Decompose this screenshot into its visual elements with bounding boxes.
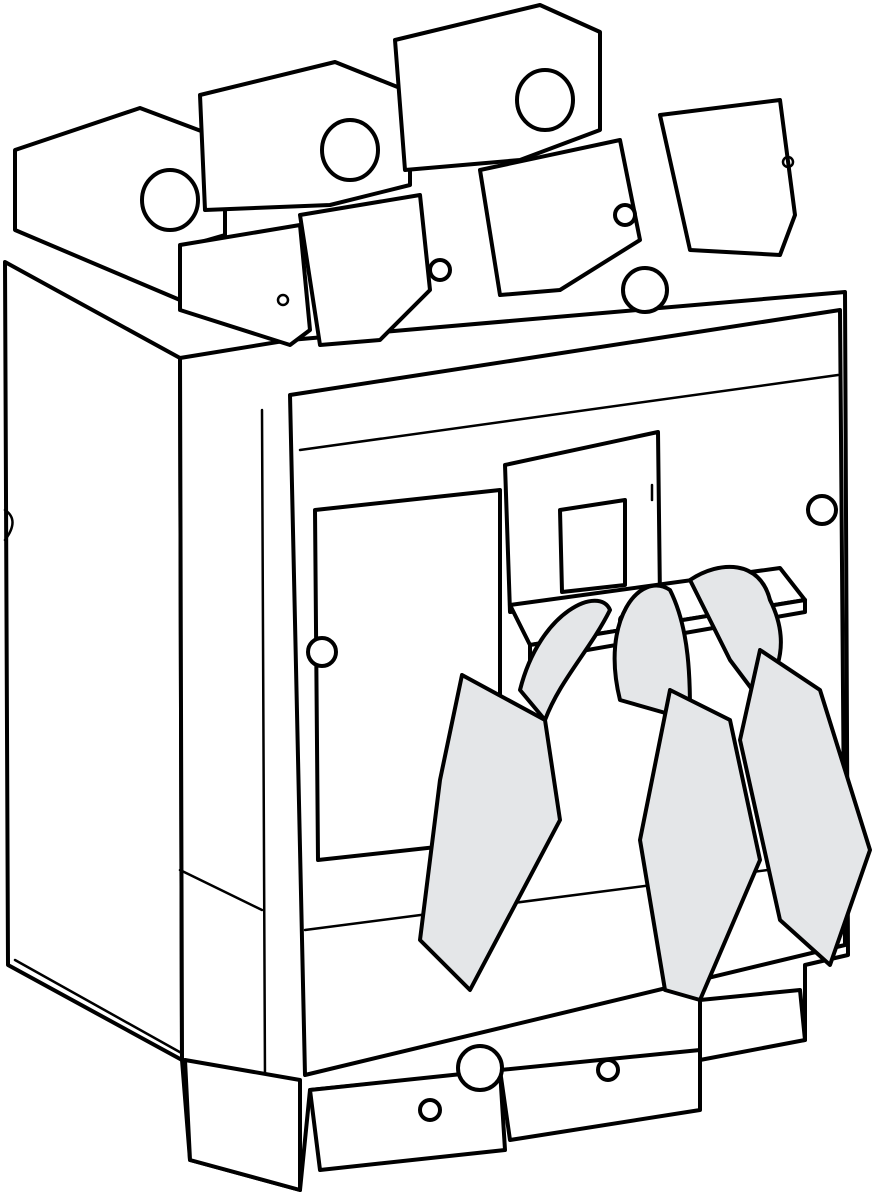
body-edge [260,408,267,1082]
cover-top-edge [298,373,840,452]
side-groove [13,958,187,1057]
top-terminals [13,3,797,347]
screw-icon [806,494,838,526]
side-notch [3,508,14,542]
cable-lug-right [738,648,872,967]
handle-slot [558,498,627,594]
cable-lug-left [418,673,562,992]
body-edge-2 [178,868,264,912]
bottom-terminals [183,988,807,1192]
breaker-left-side [3,260,184,1062]
screw-icon [306,636,338,668]
